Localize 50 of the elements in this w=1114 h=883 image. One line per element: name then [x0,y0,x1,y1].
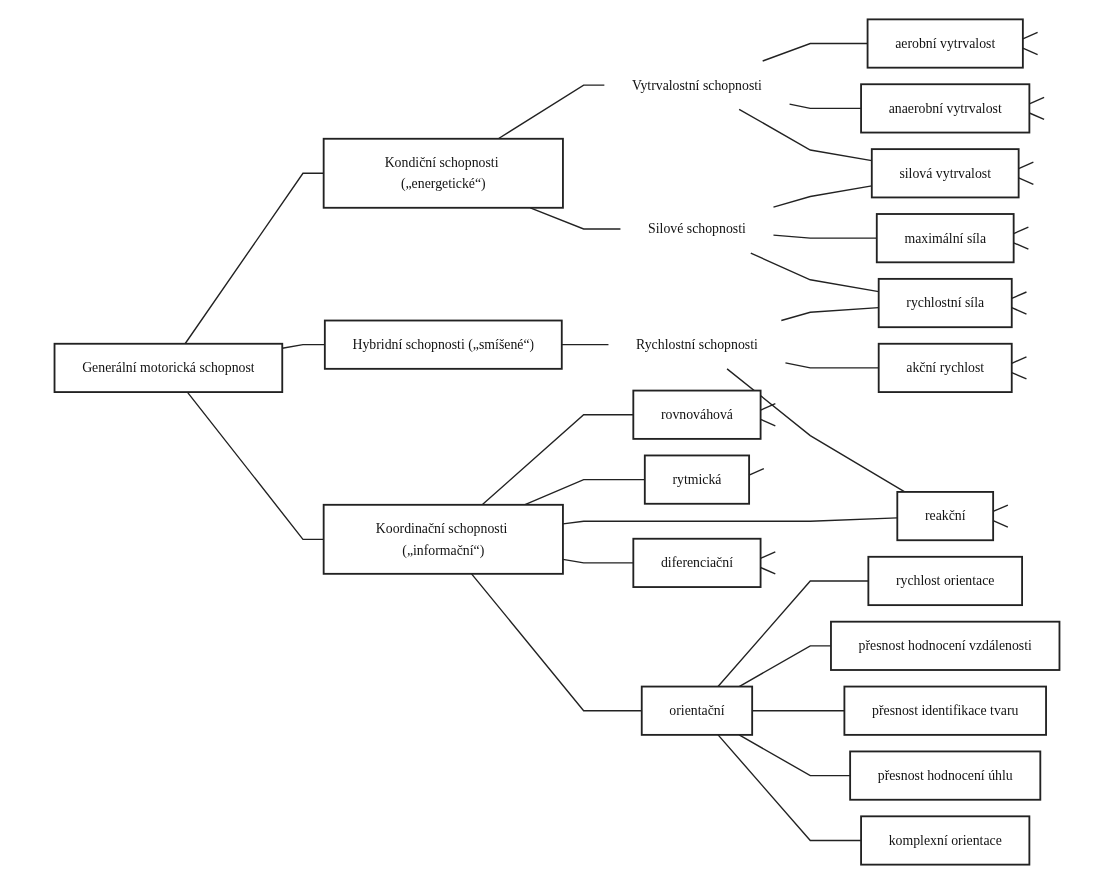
node-box: rovnováhová [632,389,762,440]
connector [726,367,906,493]
connector [738,733,851,776]
connector [561,343,610,345]
node-box: rytmická [643,454,750,505]
connector [788,102,862,109]
line [1022,31,1039,40]
node-box: přesnost hodnocení úhlu [849,750,1042,801]
connector [497,83,606,139]
node-text: Vytrvalostní schopnosti [631,77,762,92]
node-box: Kondiční schopnosti („energetické“) [322,137,564,209]
line [748,467,765,476]
line [1011,371,1028,380]
line [1011,306,1028,315]
node-box: anaerobní vytrvalost [860,82,1031,133]
line [1012,225,1030,234]
node-box: diferenciační [632,537,762,588]
line [759,418,776,426]
line [1028,111,1045,120]
node-box: rychlost orientace [867,555,1023,606]
node-box: Koordinační schopnosti („informační“) [322,503,564,575]
line [1028,96,1045,104]
node-box: akční rychlost [877,342,1013,393]
connector [481,413,634,505]
line [1022,46,1039,55]
connector [717,733,862,841]
line [992,503,1009,512]
node-box: Hybridní schopnosti („smíšené“) [323,319,563,370]
line [1011,355,1028,364]
node-box: aerobní vytrvalost [866,17,1024,69]
node-box: orientační [640,685,754,736]
node-box: maximální síla [875,212,1015,263]
node-box: reakční [896,490,995,541]
line [992,519,1009,528]
line [1011,290,1028,299]
node-box: silová vytrvalost [870,147,1020,198]
line [759,550,776,559]
node-text: Rychlostní schopnosti [636,336,758,352]
connector [562,516,898,525]
node-box: přesnost identifikace tvaru [843,685,1047,736]
node-box: komplexní orientace [860,814,1031,866]
line [759,566,776,575]
node-box: přesnost hodnocení vzdálenosti [830,620,1061,671]
node-text: Silové schopnosti [648,220,746,236]
line [1012,241,1030,250]
node-box: rychlostní síla [877,277,1013,328]
line [1017,176,1035,185]
node-box: Generální motorická schopnost [53,342,284,393]
line [1017,161,1035,169]
line [759,402,776,411]
